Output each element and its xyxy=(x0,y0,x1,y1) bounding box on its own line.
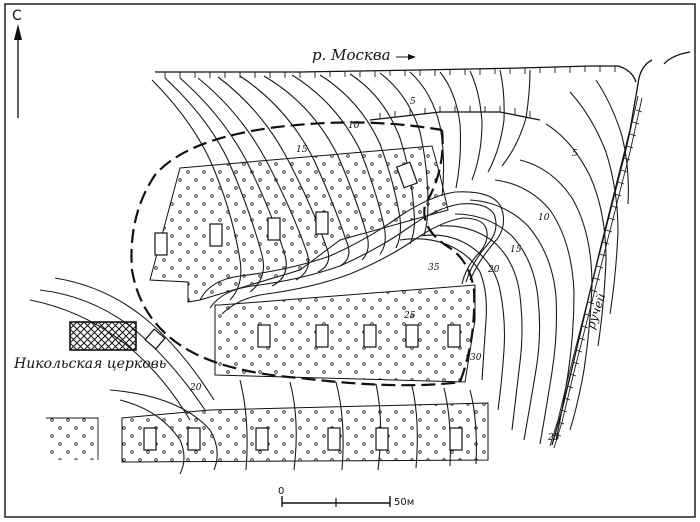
contour-label: 5 xyxy=(572,149,578,159)
contour-label: 20 xyxy=(487,265,500,275)
contour-label: 15 xyxy=(296,145,308,155)
north-label: C xyxy=(12,8,22,24)
scale-end: 50м xyxy=(394,497,414,508)
church-annex xyxy=(144,328,166,350)
building-foundations xyxy=(143,161,463,451)
foundation xyxy=(257,324,271,348)
foundation xyxy=(405,324,419,348)
foundation xyxy=(449,427,463,451)
contour-label: 25 xyxy=(403,311,416,321)
excavation-areas xyxy=(46,145,489,463)
contour-label: 10 xyxy=(348,121,360,131)
foundation xyxy=(363,324,377,348)
riverbank-scarp xyxy=(155,65,637,83)
church-footprint xyxy=(69,321,137,351)
north-arrow: C xyxy=(12,8,22,118)
contour-label: 20 xyxy=(189,383,202,393)
foundation xyxy=(327,427,341,451)
foundation xyxy=(187,427,201,451)
scale-bar: 0 50м xyxy=(278,486,414,508)
contour-label: 35 xyxy=(428,263,440,273)
foundation xyxy=(267,217,281,241)
contour-lines xyxy=(29,69,629,475)
river-label-group: р. Москва xyxy=(312,46,416,64)
foundation xyxy=(255,427,269,451)
settlement-boundary xyxy=(130,121,476,387)
foundation xyxy=(375,427,389,451)
foundation xyxy=(154,232,168,256)
river-label: р. Москва xyxy=(312,46,391,64)
map-frame xyxy=(4,3,696,518)
contour-label: 5 xyxy=(410,97,416,107)
foundation xyxy=(315,211,329,235)
contour-label: 30 xyxy=(470,353,482,363)
contour-label-group: 5 10 15 20 5 10 15 20 25 30 35 25 xyxy=(189,97,578,443)
east-bank-line-upper xyxy=(663,51,691,65)
foundation xyxy=(447,324,461,348)
excavation-southwest xyxy=(46,418,98,460)
stream-label: ручей xyxy=(584,291,609,330)
stream: ручей xyxy=(549,95,643,449)
foundation xyxy=(209,223,223,247)
east-bank-line xyxy=(551,59,653,446)
excavation-southwest-edge xyxy=(46,417,99,460)
church: Никольская церковь xyxy=(13,321,166,372)
scale-start: 0 xyxy=(278,486,284,497)
contour-label: 15 xyxy=(510,245,522,255)
inner-scarp-ticks xyxy=(379,106,531,119)
church-label: Никольская церковь xyxy=(13,356,166,372)
excavation-north xyxy=(149,145,449,303)
inner-scarp xyxy=(369,111,541,121)
excavation-central xyxy=(214,284,476,383)
foundation xyxy=(143,427,157,451)
foundation xyxy=(315,324,329,348)
foundation xyxy=(395,161,419,189)
contour-label: 25 xyxy=(547,433,560,443)
contour-label: 10 xyxy=(538,213,550,223)
excavation-south xyxy=(121,402,489,463)
